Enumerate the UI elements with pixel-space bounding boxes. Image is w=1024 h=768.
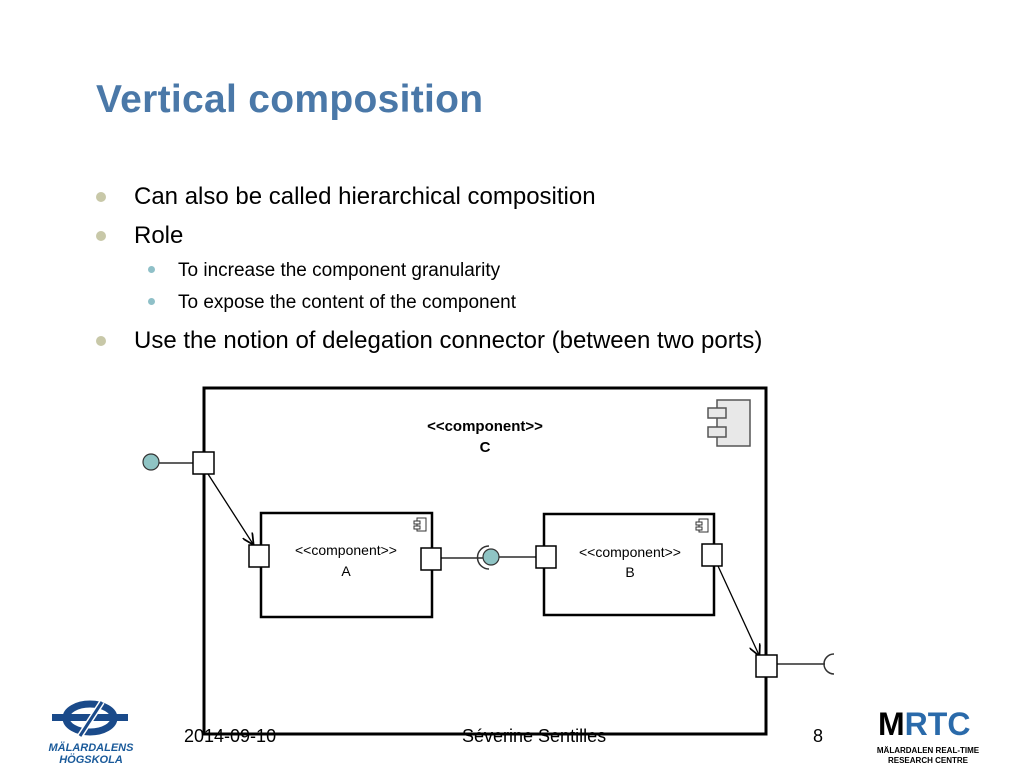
mrtc-logo-subtitle: MÄLARDALEN REAL-TIME RESEARCH CENTRE <box>876 746 980 765</box>
university-emblem-icon <box>52 700 128 738</box>
required-interface-icon <box>476 545 490 570</box>
port-icon <box>420 547 442 571</box>
sub-bullet-text: To expose the content of the component <box>178 292 517 313</box>
bullet-text: Role <box>134 222 184 249</box>
component-icon <box>707 399 751 447</box>
component-c-name: C <box>480 439 491 456</box>
malardalens-hogskola-logo: MÄLARDALENS HÖGSKOLA <box>26 700 156 766</box>
bullet-text: Use the notion of delegation connector (… <box>134 327 763 354</box>
port-icon <box>248 544 270 568</box>
sub-bullet-dot-icon <box>148 298 155 305</box>
bullet-text: Can also be called hierarchical composit… <box>134 183 596 210</box>
mrtc-logo-text: MRTC <box>878 706 971 742</box>
footer-page-number: 8 <box>813 726 824 746</box>
port-icon <box>701 543 723 567</box>
footer-author: Séverine Sentilles <box>462 726 607 746</box>
component-b-name: B <box>625 564 634 580</box>
footer-date: 2014-09-10 <box>184 726 277 746</box>
component-icon <box>413 517 427 532</box>
logo-text: MÄLARDALENS HÖGSKOLA <box>48 742 134 766</box>
required-interface-icon <box>823 653 835 675</box>
bullet-dot-icon <box>96 192 106 202</box>
provided-interface-icon <box>142 453 160 471</box>
component-c-stereotype: <<component>> <box>427 418 543 435</box>
component-a-name: A <box>341 563 351 579</box>
bullet-dot-icon <box>96 231 106 241</box>
provided-interface-icon <box>482 548 500 566</box>
component-b-box <box>542 512 716 617</box>
bullet-dot-icon <box>96 336 106 346</box>
slide-title: Vertical composition <box>96 78 484 121</box>
component-icon <box>695 518 709 533</box>
delegation-connector <box>717 565 759 655</box>
port-icon <box>535 545 557 569</box>
port-icon <box>755 654 778 678</box>
delegation-connector <box>207 473 253 544</box>
component-a-stereotype: <<component>> <box>295 542 397 558</box>
mrtc-logo: MRTC MÄLARDALEN REAL-TIME RESEARCH CENTR… <box>868 706 988 766</box>
port-icon <box>192 451 215 475</box>
sub-bullet-text: To increase the component granularity <box>178 260 501 281</box>
component-b-stereotype: <<component>> <box>579 544 681 560</box>
sub-bullet-dot-icon <box>148 266 155 273</box>
